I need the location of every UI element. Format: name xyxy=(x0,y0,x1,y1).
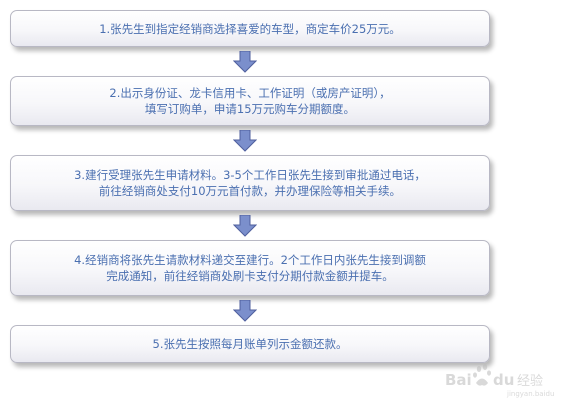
arrow-down-icon xyxy=(233,300,257,322)
step-3-text: 3.建行受理张先生申请材料。3-5个工作日张先生接到审批通过电话， 前往经销商处… xyxy=(74,168,426,198)
svg-text:经验: 经验 xyxy=(517,373,543,389)
arrow-down-icon xyxy=(233,130,257,152)
arrow-down-icon xyxy=(233,215,257,237)
step-5-text: 5.张先生按照每月账单列示金额还款。 xyxy=(152,337,348,351)
step-5-box: 5.张先生按照每月账单列示金额还款。 xyxy=(10,325,490,363)
step-3-box: 3.建行受理张先生申请材料。3-5个工作日张先生接到审批通过电话， 前往经销商处… xyxy=(10,155,490,211)
watermark-url: jingyan.baidu.com xyxy=(506,390,555,398)
svg-text:Bai: Bai xyxy=(445,371,472,389)
svg-text:du: du xyxy=(493,371,514,389)
step-4-box: 4.经销商将张先生请款材料递交至建行。2个工作日内张先生接到调额 完成通知，前往… xyxy=(10,240,490,296)
step-4-text: 4.经销商将张先生请款材料递交至建行。2个工作日内张先生接到调额 完成通知，前往… xyxy=(74,253,426,283)
step-1-text: 1.张先生到指定经销商选择喜爱的车型，商定车价25万元。 xyxy=(99,21,401,36)
baidu-jingyan-watermark: Bai du 经验 jingyan.baidu.com xyxy=(445,364,555,398)
step-2-box: 2.出示身份证、龙卡信用卡、工作证明（或房产证明）， 填写订购单，申请15万元购… xyxy=(10,76,490,126)
arrow-down-icon xyxy=(233,51,257,73)
step-1-box: 1.张先生到指定经销商选择喜爱的车型，商定车价25万元。 xyxy=(10,10,490,47)
step-2-text: 2.出示身份证、龙卡信用卡、工作证明（或房产证明）， 填写订购单，申请15万元购… xyxy=(109,86,391,116)
